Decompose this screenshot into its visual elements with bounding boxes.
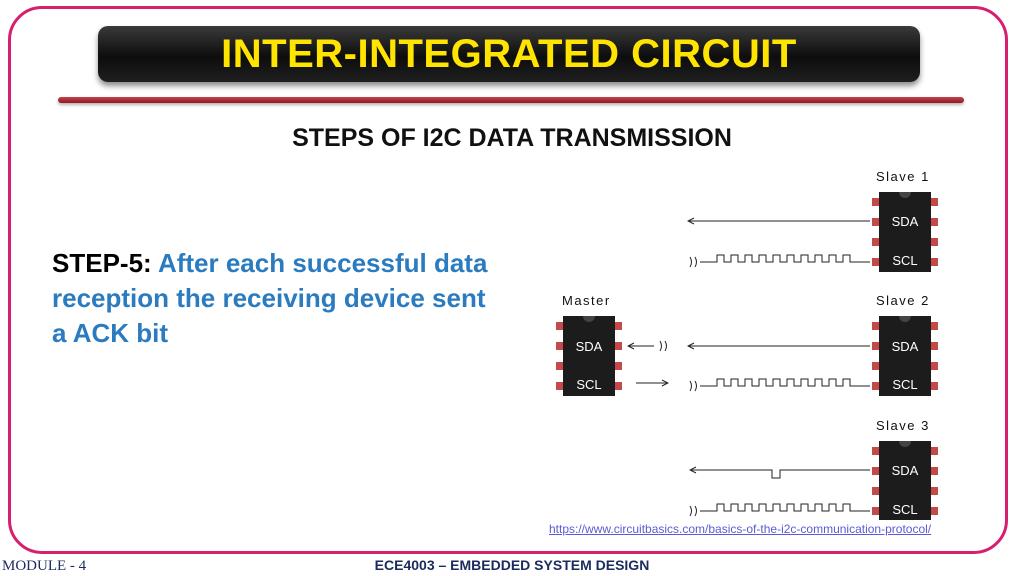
- slave-1-scl-pin: SCL: [892, 253, 917, 268]
- slave-2-chip: Slave 2 SDA SCL: [872, 293, 938, 396]
- slave-3-sda-line: [690, 470, 870, 479]
- slave-3-scl-pin: SCL: [892, 502, 917, 517]
- master-pins-right: [614, 322, 622, 390]
- slave-3-sda-pin: SDA: [892, 463, 919, 478]
- slave-2-label: Slave 2: [876, 293, 930, 308]
- slave-2-sda-pin: SDA: [892, 339, 919, 354]
- master-scl-pin: SCL: [576, 377, 601, 392]
- master-sda-pin: SDA: [576, 339, 603, 354]
- slide-title: INTER-INTEGRATED CIRCUIT: [221, 31, 797, 76]
- master-pins-left: [556, 322, 564, 390]
- title-divider: [58, 97, 964, 103]
- course-footer: ECE4003 – EMBEDDED SYSTEM DESIGN: [374, 557, 650, 573]
- i2c-diagram: Master SDA SCL Slave 1: [556, 169, 938, 520]
- master-label: Master: [562, 293, 611, 308]
- slave-1-scl-line: [689, 254, 870, 268]
- slave-3-label: Slave 3: [876, 418, 930, 433]
- step-label: STEP-5:: [52, 248, 152, 278]
- module-footer: MODULE - 4: [2, 558, 87, 574]
- step-body: After each successful data reception the…: [52, 248, 488, 348]
- slave-3-chip: Slave 3 SDA SCL: [872, 418, 938, 520]
- master-chip: Master SDA SCL: [556, 293, 622, 396]
- slave-1-label: Slave 1: [876, 169, 930, 184]
- slave-2-scl-pin: SCL: [892, 377, 917, 392]
- step-description: STEP-5: After each successful data recep…: [52, 246, 492, 351]
- slave-1-chip: Slave 1 SDA SCL: [872, 169, 938, 272]
- slave-1-sda-pin: SDA: [892, 214, 919, 229]
- master-sda-line: [628, 340, 667, 352]
- section-subtitle: STEPS OF I2C DATA TRANSMISSION: [292, 124, 732, 152]
- slave-3-scl-line: [689, 503, 870, 517]
- source-link[interactable]: https://www.circuitbasics.com/basics-of-…: [549, 522, 932, 536]
- title-bar: INTER-INTEGRATED CIRCUIT: [98, 26, 920, 82]
- slave-2-scl-line: [689, 378, 870, 392]
